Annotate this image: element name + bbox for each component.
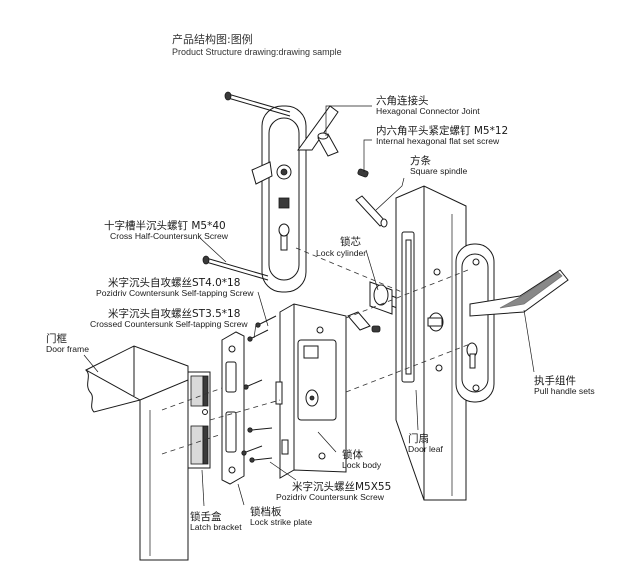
svg-text:Pozidriv Cowntersunk Self-tapp: Pozidriv Cowntersunk Self-tapping Screw <box>96 288 254 298</box>
label-cross-screw: 十字槽半沉头螺钉 M5*40 Cross Half-Countersunk Sc… <box>104 219 229 241</box>
label-st35: 米字沉头自攻螺丝ST3.5*18 Crossed Countersunk Sel… <box>90 307 248 329</box>
long-screws <box>202 91 291 281</box>
svg-text:米字沉头螺丝M5X55: 米字沉头螺丝M5X55 <box>292 480 391 493</box>
label-hex-joint: 六角连接头 Hexagonal Connector Joint <box>376 94 480 116</box>
leader-lines <box>83 105 535 507</box>
svg-text:门框: 门框 <box>46 332 67 345</box>
hex-connector-joint <box>317 132 339 157</box>
label-cylinder: 锁芯 Lock cylinder <box>316 235 366 258</box>
svg-text:米字沉头自攻螺丝ST3.5*18: 米字沉头自攻螺丝ST3.5*18 <box>108 307 240 320</box>
svg-text:执手组件: 执手组件 <box>534 374 576 387</box>
svg-text:锁档板: 锁档板 <box>250 505 282 518</box>
svg-text:Lock cylinder: Lock cylinder <box>316 248 366 258</box>
svg-text:Door leaf: Door leaf <box>408 444 443 454</box>
svg-text:Crossed Countersunk Self-tappi: Crossed Countersunk Self-tapping Screw <box>90 319 248 329</box>
latch-bracket <box>187 371 211 469</box>
square-spindle <box>355 195 388 228</box>
lock-body <box>275 303 347 479</box>
set-screw <box>357 168 369 178</box>
assembly-guides <box>161 247 471 455</box>
door-leaf <box>395 185 467 501</box>
svg-text:Latch bracket: Latch bracket <box>190 522 242 532</box>
label-pull-handle: 执手组件 Pull handle sets <box>534 374 595 396</box>
svg-text:锁体: 锁体 <box>342 448 363 461</box>
svg-text:十字槽半沉头螺钉 M5*40: 十字槽半沉头螺钉 M5*40 <box>104 219 226 232</box>
label-strike-plate: 锁档板 Lock strike plate <box>250 505 312 527</box>
svg-text:米字沉头自攻螺丝ST4.0*18: 米字沉头自攻螺丝ST4.0*18 <box>108 276 240 289</box>
pull-handle-set <box>455 243 569 403</box>
svg-text:Lock strike plate: Lock strike plate <box>250 517 312 527</box>
label-lock-body: 锁体 Lock body <box>342 448 382 470</box>
svg-text:内六角平头紧定螺钉 M5*12: 内六角平头紧定螺钉 M5*12 <box>376 124 508 137</box>
diagram-title-en: Product Structure drawing:drawing sample <box>172 47 342 57</box>
front-handle-plate <box>251 105 339 293</box>
self-tapping-screws <box>241 315 277 463</box>
label-st40: 米字沉头自攻螺丝ST4.0*18 Pozidriv Cowntersunk Se… <box>96 276 254 298</box>
label-door-frame: 门框 Door frame <box>46 332 89 354</box>
label-set-screw: 内六角平头紧定螺钉 M5*12 Internal hexagonal flat … <box>376 124 508 146</box>
svg-text:门扇: 门扇 <box>408 432 429 445</box>
svg-text:Door frame: Door frame <box>46 344 89 354</box>
diagram-title-zh: 产品结构图:图例 <box>172 32 253 46</box>
lock-strike-plate <box>221 331 245 485</box>
svg-text:方条: 方条 <box>410 154 431 167</box>
label-m5x55: 米字沉头螺丝M5X55 Pozidriv Countersunk Screw <box>276 480 391 502</box>
svg-text:Hexagonal Connector Joint: Hexagonal Connector Joint <box>376 106 480 116</box>
label-spindle: 方条 Square spindle <box>410 154 468 176</box>
svg-text:六角连接头: 六角连接头 <box>376 94 429 107</box>
label-latch-bracket: 锁舌盒 Latch bracket <box>190 510 242 532</box>
svg-text:Pull handle sets: Pull handle sets <box>534 386 595 396</box>
svg-text:Lock body: Lock body <box>342 460 382 470</box>
svg-text:Square spindle: Square spindle <box>410 166 468 176</box>
door-frame <box>84 345 189 561</box>
label-door-leaf: 门扇 Door leaf <box>408 432 443 454</box>
svg-text:锁舌盒: 锁舌盒 <box>190 510 222 523</box>
svg-text:锁芯: 锁芯 <box>340 235 361 248</box>
svg-text:Pozidriv Countersunk Screw: Pozidriv Countersunk Screw <box>276 492 385 502</box>
svg-text:Cross Half-Countersunk Screw: Cross Half-Countersunk Screw <box>110 231 229 241</box>
svg-text:Internal hexagonal flat set sc: Internal hexagonal flat set screw <box>376 136 500 146</box>
